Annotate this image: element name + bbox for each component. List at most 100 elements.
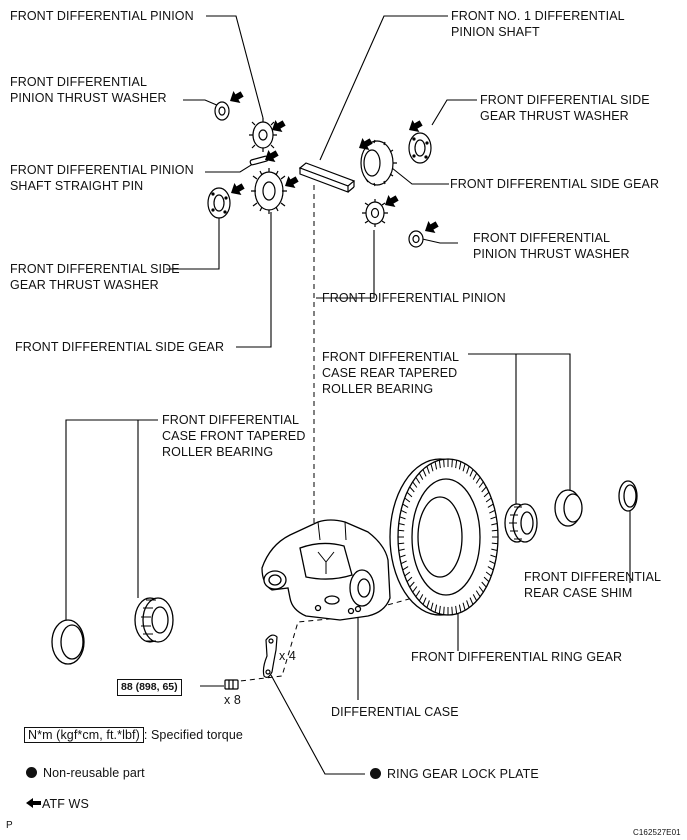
label-straight-pin: FRONT DIFFERENTIAL PINION SHAFT STRAIGHT… [10,163,194,193]
ring-gear-tooth [434,461,438,470]
ring-gear-tooth [422,597,427,605]
ring-gear-tooth [409,486,415,493]
ring-gear-tooth [466,466,470,474]
ring-gear-tooth [426,600,430,608]
pinion-right-drawing [362,199,388,227]
ring-gear-tooth [475,590,481,598]
bolt-drawing [224,679,239,690]
ring-gear-tooth [478,481,484,488]
label-rear-case-shim: FRONT DIFFERENTIAL REAR CASE SHIM [524,570,661,600]
ring-gear-tooth [490,516,497,520]
label-side-gear-left: FRONT DIFFERENTIAL SIDE GEAR [15,340,225,354]
rear-bearing-race-drawing [554,489,583,527]
ring-gear-tooth [402,503,409,508]
atf-arrow-icon [26,798,41,808]
label-differential-case: DIFFERENTIAL CASE [331,705,459,719]
label-ring-gear-lock-plate: RING GEAR LOCK PLATE [387,767,539,781]
ring-gear-tooth [399,554,406,558]
label-side-gear-thrust-washer-left: FRONT DIFFERENTIAL SIDE GEAR THRUST WASH… [10,262,180,292]
ring-gear-tooth [434,604,438,613]
ring-gear-tooth [483,491,490,498]
ring-gear-tooth [438,460,441,469]
front-bearing-race-drawing [51,619,85,665]
rear-case-shim-drawing [618,480,638,512]
pinion-thrust-washer-right-drawing [408,230,424,248]
straight-pin-drawing [249,155,269,166]
ring-gear-tooth [491,522,498,526]
ring-gear-drawing [389,458,499,616]
label-rear-tapered-bearing: FRONT DIFFERENTIAL CASE REAR TAPERED ROL… [322,350,459,396]
ring-gear-tooth [412,586,418,593]
ring-gear-tooth [489,560,496,565]
label-pinion-thrust-washer-right: FRONT DIFFERENTIAL PINION THRUST WASHER [473,231,630,261]
ring-gear-tooth [455,460,458,469]
ring-gear-tooth [398,542,405,545]
label-qty-x4: x 4 [279,649,296,663]
front-tapered-bearing-drawing [134,597,174,643]
side-gear-left-drawing [251,168,287,214]
ring-gear-tooth [462,463,466,472]
ring-gear-tooth [489,509,496,514]
ring-gear-tooth [400,509,407,514]
figure-id: C162527E01 [633,828,681,837]
legend-torque-unit: N*m (kgf*cm, ft.*lbf) [24,727,144,743]
footer-left-code: P [6,820,13,831]
label-no1-pinion-shaft: FRONT NO. 1 DIFFERENTIAL PINION SHAFT [451,9,625,39]
ring-gear-tooth [491,548,498,552]
ring-gear-tooth [481,486,487,493]
ring-gear-tooth [404,497,411,503]
legend-non-reusable: Non-reusable part [26,765,145,781]
label-front-pinion-mid: FRONT DIFFERENTIAL PINION [322,291,506,305]
ring-gear-tooth [451,459,453,468]
pinion-thrust-washer-left-drawing [214,101,230,121]
legend-torque-desc: : Specified torque [143,728,243,742]
ring-gear-tooth [412,481,418,488]
ring-gear-tooth [398,522,405,526]
ring-gear-tooth [402,566,409,571]
non-reusable-dot-icon [370,768,381,779]
ring-gear-tooth [398,548,405,552]
ring-gear-tooth [418,472,424,480]
ring-gear-tooth [466,600,470,608]
ring-gear-tooth [469,597,474,605]
ring-gear-tooth [400,560,407,565]
ring-gear-tooth [443,606,445,615]
ring-gear-tooth [418,594,424,602]
ring-gear-tooth [481,581,487,588]
ring-gear-tooth [406,491,413,498]
ring-gear-tooth [426,466,430,474]
ring-gear-tooth [451,606,453,615]
ring-gear-tooth [478,586,484,593]
ring-gear-tooth [409,581,415,588]
leader-lines [65,15,631,775]
pinion-left-drawing [249,118,277,152]
ring-gear-tooth [458,604,462,613]
ring-gear-tooth [485,571,492,577]
ring-gear-tooth [490,554,497,558]
label-pinion-thrust-washer-left: FRONT DIFFERENTIAL PINION THRUST WASHER [10,75,167,105]
ring-gear-tooth [415,476,421,484]
ring-gear-tooth [472,472,478,480]
label-side-gear-right: FRONT DIFFERENTIAL SIDE GEAR [450,177,660,191]
differential-case-drawing [261,519,391,621]
lock-plate-drawing [262,634,278,678]
ring-gear-tooth [491,529,498,532]
ring-gear-tooth [483,576,490,583]
ring-gear-tooth [399,516,406,520]
ring-gear-tooth [422,469,427,477]
ring-gear-tooth [469,469,474,477]
ring-gear-tooth [487,503,494,508]
legend-non-reusable-text: Non-reusable part [43,766,145,780]
label-ring-gear: FRONT DIFFERENTIAL RING GEAR [411,650,623,664]
ring-gear-tooth [430,463,434,472]
ring-gear-tooth [430,602,434,611]
ring-gear-tooth [487,566,494,571]
side-washer-left-drawing [207,187,231,219]
side-washer-right-drawing [408,132,432,164]
ring-gear-tooth [475,476,481,484]
label-front-pinion-top: FRONT DIFFERENTIAL PINION [10,9,194,23]
ring-gear-tooth [406,576,413,583]
ring-gear-tooth [491,542,498,545]
ring-gear-tooth [438,605,441,614]
